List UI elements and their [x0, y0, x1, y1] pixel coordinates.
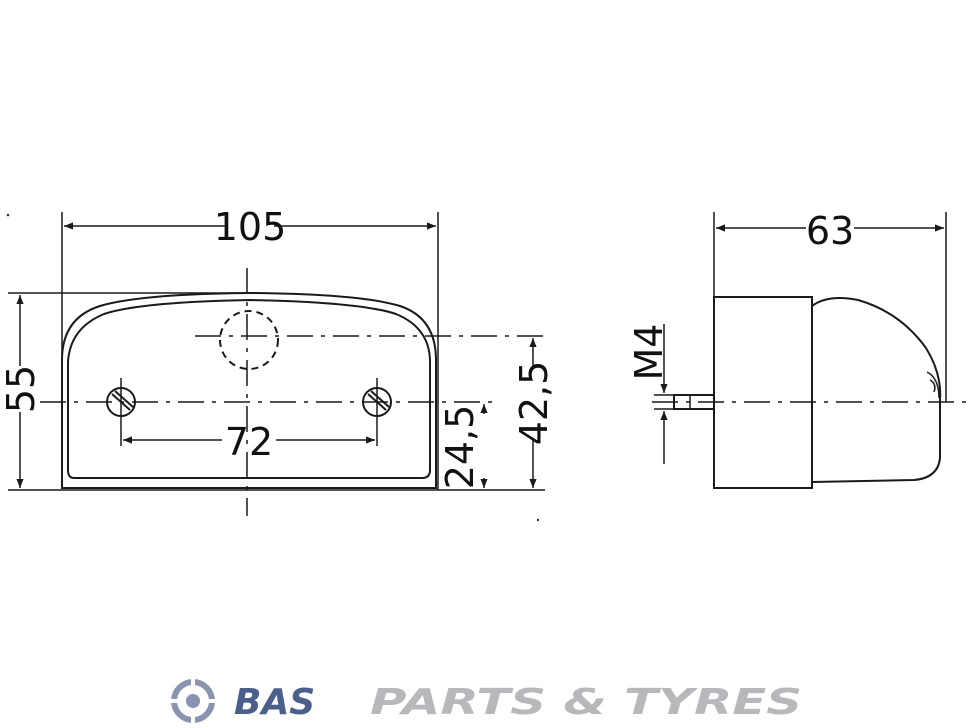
center-height-label: 42,5 — [512, 361, 556, 446]
lamp-hidden-circle — [219, 310, 279, 370]
mounting-hole-left — [106, 378, 136, 446]
thread-label: M4 — [627, 324, 671, 381]
brand-logo-icon — [171, 679, 215, 723]
thread-dimension: M4 — [627, 324, 671, 464]
width-dimension: 105 — [64, 205, 436, 249]
watermark-brand: BAS — [234, 682, 315, 723]
side-view: 63 M4 — [627, 209, 968, 489]
hole-spacing-label: 72 — [225, 420, 273, 464]
hole-height-dimension: 24,5 — [438, 404, 488, 490]
depth-dimension: 63 — [716, 209, 944, 253]
height-dimension: 55 — [0, 295, 43, 488]
lens-outline — [67, 298, 431, 479]
center-height-dimension: 42,5 — [512, 338, 556, 488]
front-view: 105 55 72 42,5 24,5 — [0, 205, 556, 516]
hole-spacing-dimension: 72 — [123, 420, 375, 464]
width-label: 105 — [214, 205, 287, 249]
height-label: 55 — [0, 365, 43, 413]
base-block — [713, 296, 813, 489]
housing-outline — [61, 291, 437, 489]
lens-profile — [811, 297, 942, 483]
mounting-hole-right — [362, 378, 392, 446]
watermark-tagline: PARTS & TYRES — [370, 682, 802, 723]
watermark: BAS PARTS & TYRES — [171, 679, 802, 723]
hole-height-label: 24,5 — [438, 405, 482, 490]
depth-label: 63 — [806, 209, 854, 253]
